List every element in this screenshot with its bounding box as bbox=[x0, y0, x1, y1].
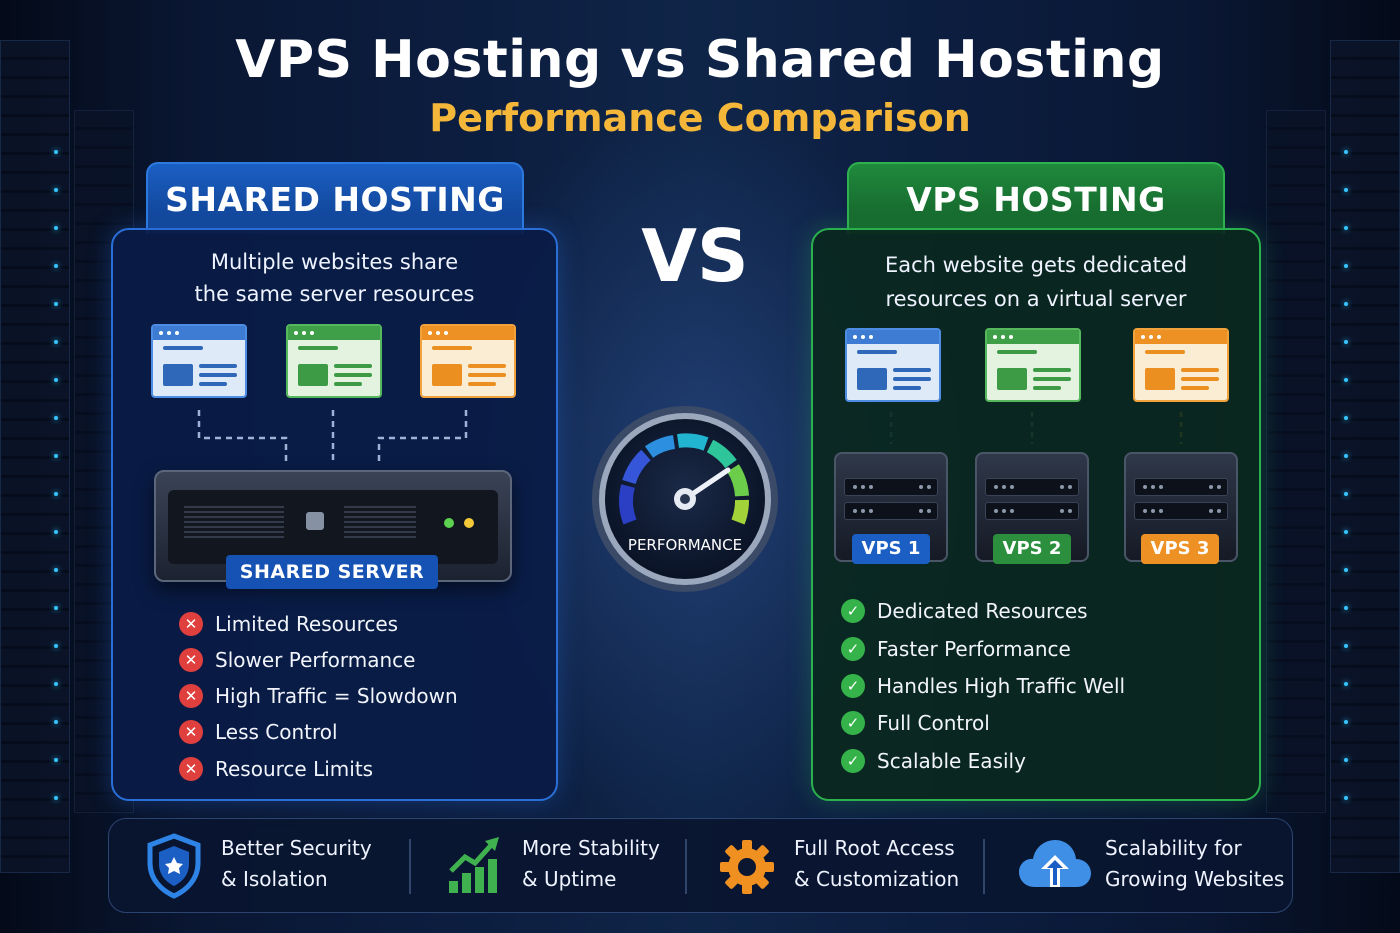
page-title: VPS Hosting vs Shared Hosting bbox=[235, 30, 1165, 90]
rack-led bbox=[54, 682, 58, 686]
vps-pro-item: ✓Handles High Traffic Well bbox=[841, 674, 1125, 698]
shared-con-item: ✕Less Control bbox=[179, 720, 338, 744]
check-icon: ✓ bbox=[841, 637, 865, 661]
rack-led bbox=[54, 796, 58, 800]
rack-led bbox=[1344, 682, 1348, 686]
shared-server-label: SHARED SERVER bbox=[226, 555, 438, 589]
rack-led bbox=[54, 340, 58, 344]
vps-label: VPS 2 bbox=[993, 534, 1071, 564]
shared-desc-line1: Multiple websites share bbox=[210, 250, 459, 274]
rack-led bbox=[54, 606, 58, 610]
rack-led bbox=[54, 378, 58, 382]
server-rack-right-far bbox=[1266, 110, 1326, 813]
rack-led bbox=[1344, 416, 1348, 420]
cross-icon: ✕ bbox=[179, 720, 203, 744]
cross-icon: ✕ bbox=[179, 684, 203, 708]
vps-pro-item: ✓Dedicated Resources bbox=[841, 599, 1088, 623]
cross-icon: ✕ bbox=[179, 757, 203, 781]
divider bbox=[983, 839, 985, 894]
rack-led bbox=[54, 226, 58, 230]
vps-pro-item: ✓Full Control bbox=[841, 711, 990, 735]
rack-led bbox=[1344, 340, 1348, 344]
shield-icon bbox=[147, 833, 201, 899]
check-icon: ✓ bbox=[841, 749, 865, 773]
performance-gauge-icon: PERFORMANCE bbox=[592, 406, 778, 592]
connector-line bbox=[197, 410, 288, 462]
gear-icon bbox=[720, 840, 774, 894]
shared-hosting-header: SHARED HOSTING bbox=[146, 162, 524, 234]
divider bbox=[685, 839, 687, 894]
connector-line bbox=[377, 410, 468, 462]
growth-chart-icon bbox=[449, 837, 499, 893]
rack-led bbox=[54, 530, 58, 534]
benefits-bar: Better Security & Isolation More Stabili… bbox=[108, 818, 1293, 913]
vps-desc-line1: Each website gets dedicated bbox=[884, 253, 1188, 277]
rack-led bbox=[1344, 758, 1348, 762]
shared-desc-line2: the same server resources bbox=[194, 282, 475, 306]
vps-label: VPS 1 bbox=[852, 534, 930, 564]
rack-led bbox=[1344, 264, 1348, 268]
check-icon: ✓ bbox=[841, 674, 865, 698]
rack-led bbox=[1344, 302, 1348, 306]
rack-led bbox=[1344, 606, 1348, 610]
website-window-icon bbox=[845, 328, 941, 402]
vps-desc-line2: resources on a virtual server bbox=[885, 287, 1187, 311]
rack-led bbox=[1344, 188, 1348, 192]
rack-led bbox=[54, 568, 58, 572]
cross-icon: ✕ bbox=[179, 648, 203, 672]
vps-label: VPS 3 bbox=[1141, 534, 1219, 564]
page-subtitle: Performance Comparison bbox=[429, 96, 971, 140]
rack-led bbox=[54, 264, 58, 268]
website-window-icon bbox=[151, 324, 247, 398]
check-icon: ✓ bbox=[841, 599, 865, 623]
website-window-icon bbox=[420, 324, 516, 398]
rack-led bbox=[54, 720, 58, 724]
shared-con-item: ✕Limited Resources bbox=[179, 612, 398, 636]
cloud-upload-icon bbox=[1019, 840, 1091, 887]
benefit-scalability: Scalability for Growing Websites bbox=[1105, 836, 1285, 891]
shared-description: Multiple websites share the same server … bbox=[113, 246, 556, 310]
server-rack-left bbox=[0, 40, 70, 873]
vps-hosting-header: VPS HOSTING bbox=[847, 162, 1225, 234]
rack-led bbox=[54, 454, 58, 458]
vs-label: VS bbox=[641, 214, 749, 298]
rack-led bbox=[54, 644, 58, 648]
shared-con-item: ✕Resource Limits bbox=[179, 757, 373, 781]
rack-led bbox=[54, 416, 58, 420]
rack-led bbox=[1344, 226, 1348, 230]
rack-led bbox=[1344, 378, 1348, 382]
rack-led bbox=[1344, 530, 1348, 534]
vps-pro-item: ✓Faster Performance bbox=[841, 637, 1071, 661]
benefit-security: Better Security & Isolation bbox=[221, 836, 372, 891]
check-icon: ✓ bbox=[841, 711, 865, 735]
shared-con-item: ✕High Traffic = Slowdown bbox=[179, 684, 458, 708]
vps-description: Each website gets dedicated resources on… bbox=[813, 248, 1259, 316]
gauge-label: PERFORMANCE bbox=[628, 536, 742, 554]
rack-led bbox=[1344, 150, 1348, 154]
rack-led bbox=[1344, 720, 1348, 724]
website-window-icon bbox=[985, 328, 1081, 402]
divider bbox=[409, 839, 411, 894]
rack-led bbox=[54, 150, 58, 154]
server-rack-right bbox=[1330, 40, 1400, 873]
cross-icon: ✕ bbox=[179, 612, 203, 636]
rack-led bbox=[1344, 796, 1348, 800]
rack-led bbox=[1344, 454, 1348, 458]
rack-led bbox=[1344, 568, 1348, 572]
website-window-icon bbox=[286, 324, 382, 398]
vps-pro-item: ✓Scalable Easily bbox=[841, 749, 1026, 773]
rack-led bbox=[54, 188, 58, 192]
rack-led bbox=[54, 492, 58, 496]
website-window-icon bbox=[1133, 328, 1229, 402]
rack-led bbox=[54, 302, 58, 306]
rack-led bbox=[1344, 492, 1348, 496]
benefit-stability: More Stability & Uptime bbox=[522, 836, 660, 891]
rack-led bbox=[54, 758, 58, 762]
benefit-root-access: Full Root Access & Customization bbox=[794, 836, 960, 891]
rack-led bbox=[1344, 644, 1348, 648]
shared-con-item: ✕Slower Performance bbox=[179, 648, 415, 672]
